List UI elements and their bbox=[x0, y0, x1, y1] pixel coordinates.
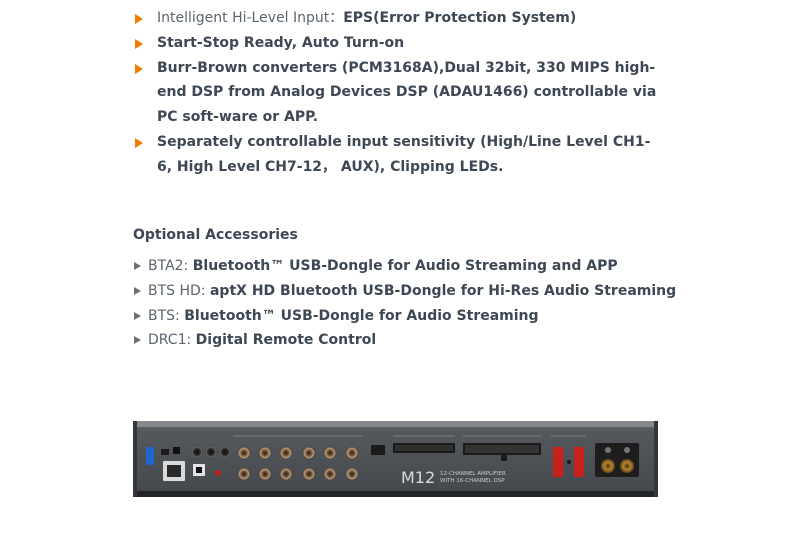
accessory-item: BTA2: Bluetooth™ USB-Dongle for Audio St… bbox=[133, 254, 693, 279]
model-caption-2: WITH 16-CHANNEL DSP bbox=[440, 478, 505, 484]
accessory-code: BTS: bbox=[148, 307, 180, 324]
model-caption-1: 12-CHANNEL AMPLIFIER bbox=[440, 471, 506, 477]
bullet-triangle-icon bbox=[134, 336, 141, 345]
feature-item: Separately controllable input sensitivit… bbox=[133, 130, 663, 180]
bullet-triangle-icon bbox=[135, 14, 143, 24]
accessory-item: BTS HD: aptX HD Bluetooth USB-Dongle for… bbox=[133, 279, 693, 304]
bullet-triangle-icon bbox=[135, 137, 143, 148]
accessory-item: DRC1: Digital Remote Control bbox=[133, 328, 693, 353]
bullet-triangle-icon bbox=[135, 38, 143, 49]
feature-text: Separately controllable input sensitivit… bbox=[157, 133, 651, 175]
accessory-description: Bluetooth™ USB-Dongle for Audio Streamin… bbox=[184, 307, 539, 324]
feature-text: EPS(Error Protection System) bbox=[343, 10, 577, 26]
accessory-description: Digital Remote Control bbox=[195, 332, 377, 349]
feature-item: Start-Stop Ready, Auto Turn-on bbox=[133, 31, 663, 56]
accessory-description: Bluetooth™ USB-Dongle for Audio Streamin… bbox=[192, 258, 618, 274]
feature-item: Burr-Brown converters (PCM3168A),Dual 32… bbox=[133, 56, 663, 130]
accessory-code: BTS HD: bbox=[148, 282, 206, 299]
bullet-triangle-icon bbox=[134, 286, 141, 295]
feature-item: Intelligent Hi-Level Input：EPS(Error Pro… bbox=[133, 6, 663, 31]
bullet-triangle-icon bbox=[135, 63, 143, 74]
feature-text: Burr-Brown converters (PCM3168A),Dual 32… bbox=[157, 59, 657, 126]
accessory-code: DRC1: bbox=[148, 332, 192, 349]
feature-text: Start-Stop Ready, Auto Turn-on bbox=[157, 34, 405, 51]
accessory-description: aptX HD Bluetooth USB-Dongle for Hi-Res … bbox=[209, 282, 677, 299]
model-label: M12 bbox=[401, 468, 435, 487]
bullet-triangle-icon bbox=[134, 311, 141, 320]
feature-list: Intelligent Hi-Level Input：EPS(Error Pro… bbox=[133, 0, 663, 180]
feature-prefix: Intelligent Hi-Level Input： bbox=[157, 10, 344, 26]
accessories-list: BTA2: Bluetooth™ USB-Dongle for Audio St… bbox=[133, 254, 693, 353]
accessories-heading: Optional Accessories bbox=[133, 227, 298, 243]
accessory-item: BTS: Bluetooth™ USB-Dongle for Audio Str… bbox=[133, 304, 693, 329]
amplifier-product-image: M12 12-CHANNEL AMPLIFIER WITH 16-CHANNEL… bbox=[133, 421, 658, 497]
accessory-code: BTA2: bbox=[148, 258, 189, 274]
bullet-triangle-icon bbox=[134, 262, 141, 270]
